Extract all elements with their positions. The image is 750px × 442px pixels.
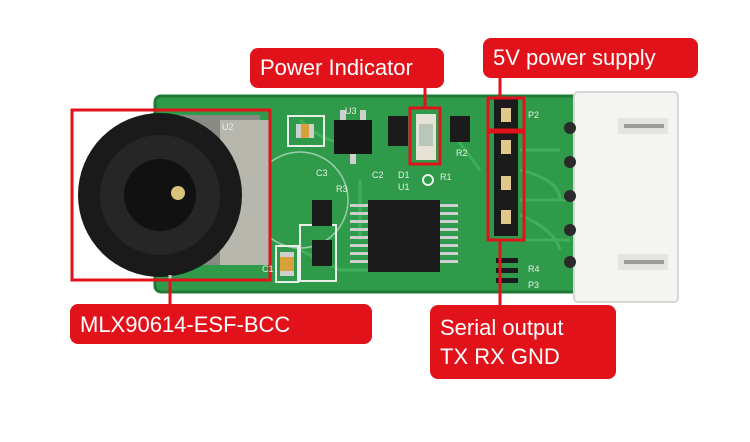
power-indicator-label: Power Indicator [260, 55, 413, 80]
silk-r4: R4 [528, 264, 540, 274]
silk-u1: U1 [398, 182, 410, 192]
white-connector [564, 91, 679, 303]
serial-output-line2: TX RX GND [440, 344, 560, 369]
silk-r3: R3 [336, 184, 348, 194]
header-pins [486, 96, 526, 283]
silk-p2: P2 [528, 110, 539, 120]
serial-output-callout: Serial output TX RX GND [430, 305, 616, 379]
serial-output-line1: Serial output [440, 315, 564, 340]
silk-p3: P3 [528, 280, 539, 290]
leader-lines [168, 78, 502, 305]
silk-u2: U2 [222, 122, 234, 132]
silk-c2: C2 [372, 170, 384, 180]
silk-c3: C3 [316, 168, 328, 178]
sensor-model-label: MLX90614-ESF-BCC [80, 312, 291, 337]
power-supply-callout: 5V power supply [483, 38, 698, 78]
power-supply-label: 5V power supply [493, 45, 656, 70]
silk-c1: C1 [262, 264, 274, 274]
silk-d1: D1 [398, 170, 410, 180]
power-indicator-callout: Power Indicator [250, 48, 444, 88]
silk-u3: U3 [345, 106, 357, 116]
sensor-model-callout: MLX90614-ESF-BCC [70, 304, 372, 344]
capacitors [280, 124, 314, 276]
silk-r1: R1 [440, 172, 452, 182]
regulator-chip [334, 110, 372, 164]
main-chip [350, 174, 458, 272]
silk-r2: R2 [456, 148, 468, 158]
ir-sensor [78, 113, 270, 300]
resistors [312, 116, 470, 266]
